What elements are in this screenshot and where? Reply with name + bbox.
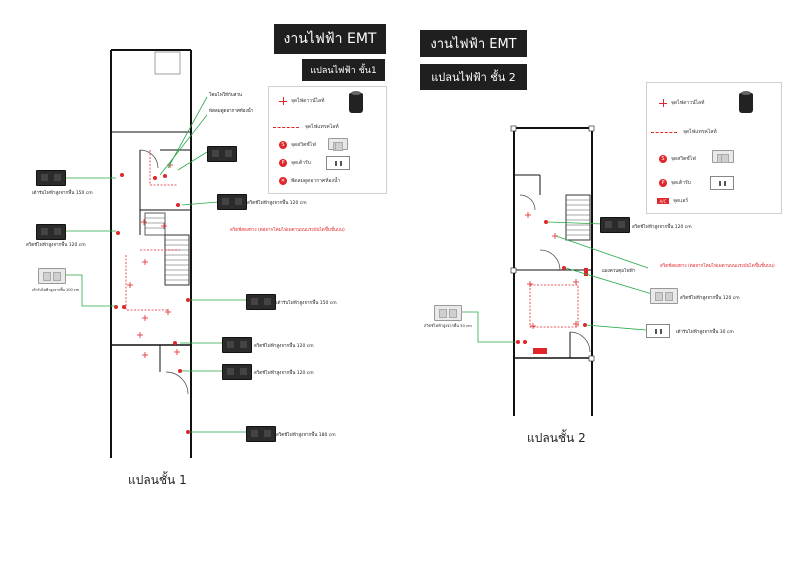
- plan2-downlights: [525, 212, 579, 329]
- plan2-caption: แปลนชั้น 2: [527, 431, 586, 445]
- plan1-points: [114, 173, 190, 434]
- plan2-label-outlet-30-right: เต้ารับไฟฟ้าสูงจากพื้น 30 cm: [676, 330, 734, 335]
- plan1-label-switch-180: สวิตช์ไฟฟ้าสูงจากพื้น 180 cm: [276, 433, 336, 438]
- legend-plan2: จุดไฟดาวน์ไลท์ จุดไฟแทรคไลท์ S จุดสวิตช์…: [646, 82, 782, 214]
- plan1-callouts: [61, 96, 246, 433]
- legend2-switch-image: [712, 150, 734, 163]
- plan1-label-outlet-150-right: เต้ารับไฟฟ้าสูงจากพื้น 150 cm: [276, 301, 337, 306]
- plan1-outlet-150-device: [36, 170, 66, 186]
- legend-track-label: จุดไฟแทรคไลท์: [305, 124, 339, 130]
- plan1-stairs: [144, 212, 190, 286]
- downlight-icon: [279, 97, 287, 105]
- legend2-outlet-image: [710, 176, 734, 190]
- plan1-switch-mid-device: [222, 337, 252, 353]
- downlight-fixture-icon: [739, 91, 753, 113]
- legend-downlight-label: จุดไฟดาวน์ไลท์: [291, 98, 325, 104]
- fan-symbol-icon: ✕: [279, 177, 287, 185]
- plan2-label-panel: แผงควบคุมไฟฟ้า: [602, 269, 636, 274]
- plan1-switch-180-device: [246, 426, 276, 442]
- plan1-switch-left-device: [36, 224, 66, 240]
- legend2-track-label: จุดไฟแทรคไลท์: [683, 129, 717, 135]
- outlet-symbol-icon: P: [279, 159, 287, 167]
- track-line-icon: [273, 126, 299, 128]
- plan2-switch-mid-device: [650, 288, 678, 304]
- legend2-switch-label: จุดสวิตช์ไฟ: [671, 156, 696, 162]
- ac-symbol-icon: A/C: [657, 198, 669, 204]
- plan1-label-switch-120-mid: สวิตช์ไฟฟ้าสูงจากพื้น 120 cm: [254, 344, 314, 349]
- legend-switch-label: จุดสวิตช์ไฟ: [291, 142, 316, 148]
- plan1-switch-right-top-device: [217, 194, 247, 210]
- plan1-label-switch-120-left: สวิตช์ไฟฟ้าสูงจากพื้น 120 cm: [26, 243, 86, 248]
- plan2-callouts: [462, 221, 653, 343]
- plan2-switch-top-device: [600, 217, 630, 233]
- legend1-switch-image: [328, 138, 348, 151]
- track-line-icon: [651, 131, 677, 133]
- plan1-label-ceiling-light: โคมไฟให้กับสวน: [209, 93, 242, 98]
- plan2-red-note: สวิตช์สองทาง (ต่อจากโคมไฟเพดานบนแรงบันได…: [660, 264, 775, 269]
- legend2-downlight-label: จุดไฟดาวน์ไลท์: [671, 100, 705, 106]
- plan1-outlet-low-device: [38, 268, 66, 284]
- plan1-switch-low-device: [222, 364, 252, 380]
- plan1-walls: [110, 49, 192, 458]
- plan1-sub-title: แปลนไฟฟ้า ชั้น1: [302, 59, 385, 81]
- plan2-doors: [519, 194, 591, 353]
- plan2-label-switch-120-mid: สวิตช์ไฟฟ้าสูงจากพื้น 120 cm: [680, 296, 740, 301]
- legend2-ac-label: จุดแอร์: [673, 198, 689, 204]
- plan2-main-title: งานไฟฟ้า EMT: [420, 30, 527, 57]
- switch-symbol-icon: S: [279, 141, 287, 149]
- outlet-symbol-icon: P: [659, 179, 667, 187]
- plan2-outlet-right-device: [646, 324, 670, 338]
- legend-outlet-label: จุดเต้ารับ: [291, 160, 311, 166]
- plan2-label-outlet-30-left: สวิตช์ไฟฟ้าสูงจากพื้น 30 cm: [424, 323, 472, 328]
- plan1-doors: [139, 149, 189, 395]
- plan1-caption: แปลนชั้น 1: [128, 473, 187, 487]
- switch-symbol-icon: S: [659, 155, 667, 163]
- plan2-tracks: [529, 284, 579, 328]
- plan1-tracks: [125, 150, 180, 311]
- plan2-sub-title: แปลนไฟฟ้า ชั้น 2: [420, 64, 527, 90]
- plan1-main-title: งานไฟฟ้า EMT: [274, 24, 386, 54]
- plan2-points: [516, 220, 587, 344]
- legend-plan1: จุดไฟดาวน์ไลท์ จุดไฟแทรคไลท์ S จุดสวิตช์…: [268, 86, 387, 194]
- plan2-stairs: [565, 194, 591, 241]
- plan1-outlet-150-right-device: [246, 294, 276, 310]
- plan1-label-switch-120-low: สวิตช์ไฟฟ้าสูงจากพื้น 120 cm: [254, 371, 314, 376]
- legend2-outlet-label: จุดเต้ารับ: [671, 180, 691, 186]
- plan2-panel: [584, 268, 588, 276]
- plan2-outlet-left-device: [434, 305, 462, 321]
- plan2-corner-posts: [510, 125, 595, 362]
- downlight-fixture-icon: [349, 91, 363, 113]
- plan1-label-bath-fan: พัดลมดูดอากาศห้องน้ำ: [209, 109, 254, 114]
- plan1-label-outlet-150: เต้ารับไฟฟ้าสูงจากพื้น 150 cm: [32, 191, 93, 196]
- plan1-label-outlet-low: เต้ารับไฟฟ้าสูงจากพื้น 100 cm: [32, 288, 80, 292]
- downlight-icon: [659, 99, 667, 107]
- legend-fan-label: พัดลมดูดอากาศห้องน้ำ: [291, 178, 341, 184]
- plan2-ac-unit: [533, 348, 547, 354]
- plan2-label-switch-120-top: สวิตช์ไฟฟ้าสูงจากพื้น 120 cm: [632, 225, 692, 230]
- legend1-outlet-image: [326, 156, 350, 170]
- plan1-garden: [154, 51, 181, 75]
- plan1-red-note: สวิตช์สองทาง (ต่อจากโคมไฟเพดานบนแรงบันได…: [230, 228, 345, 233]
- plan1-label-switch-120-right: สวิตช์ไฟฟ้าสูงจากพื้น 120 cm: [247, 201, 307, 206]
- plan1-switch-top: [207, 146, 237, 162]
